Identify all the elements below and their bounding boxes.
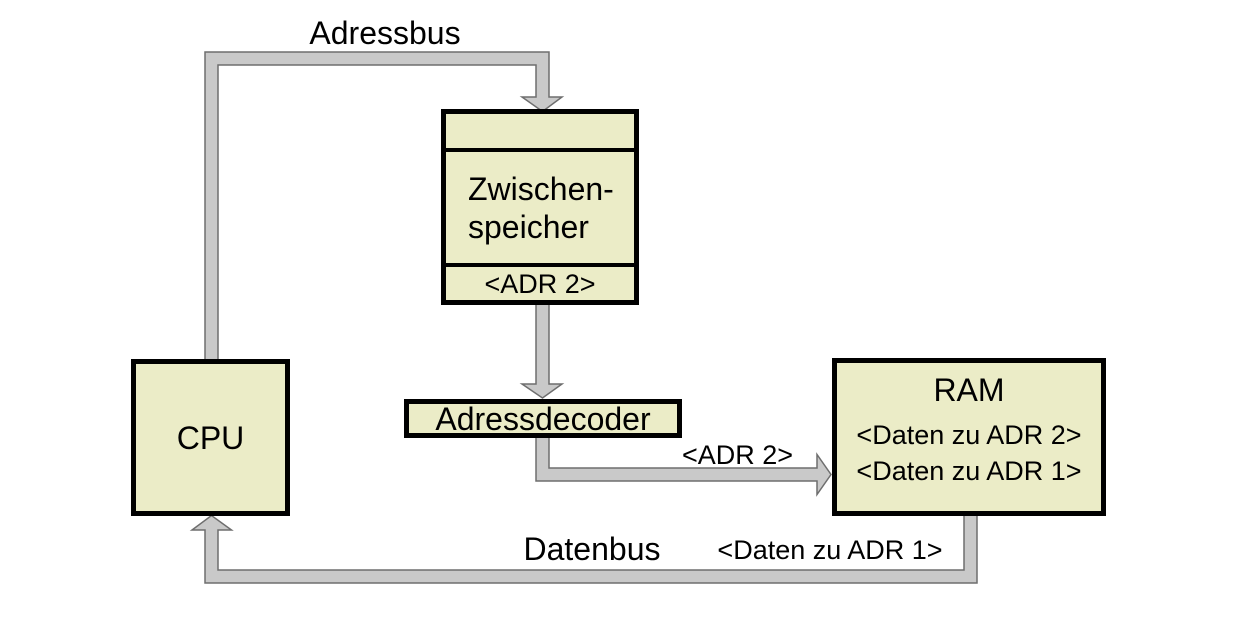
adressdecoder-to-ram-arrow <box>535 434 832 497</box>
cpu-label: CPU <box>176 419 245 456</box>
ram-label: RAM <box>933 372 1005 408</box>
adr2-edge-label: <ADR 2> <box>681 440 794 470</box>
zwischenspeicher-slot-value: <ADR 2> <box>484 268 596 299</box>
adressbus-arrow <box>204 51 565 363</box>
zwischenspeicher-top-compartment <box>446 114 634 152</box>
ram-content: <Daten zu ADR 2> <Daten zu ADR 1> <box>856 417 1081 489</box>
ram-row-adr2: <Daten zu ADR 2> <box>856 420 1082 450</box>
daten-zu-adr1-edge-label: <Daten zu ADR 1> <box>717 535 943 565</box>
ram-row-adr1: <Daten zu ADR 1> <box>856 456 1082 486</box>
zwischenspeicher-label-line2: speicher <box>468 208 589 245</box>
adressdecoder-box: Adressdecoder <box>404 399 682 438</box>
zwischenspeicher-to-adressdecoder-arrow <box>519 301 565 399</box>
zwischenspeicher-label-compartment: Zwischen- speicher <box>446 152 634 267</box>
adressdecoder-label: Adressdecoder <box>435 400 651 437</box>
zwischenspeicher-slot-compartment: <ADR 2> <box>446 267 634 300</box>
zwischenspeicher-box: Zwischen- speicher <ADR 2> <box>441 109 639 305</box>
adressbus-label: Adressbus <box>309 15 461 51</box>
ram-box: RAM <Daten zu ADR 2> <Daten zu ADR 1> <box>832 358 1106 516</box>
datenbus-arrow <box>189 512 978 584</box>
datenbus-label: Datenbus <box>523 531 661 567</box>
zwischenspeicher-label-line1: Zwischen- <box>468 170 614 207</box>
cpu-box: CPU <box>131 359 290 516</box>
